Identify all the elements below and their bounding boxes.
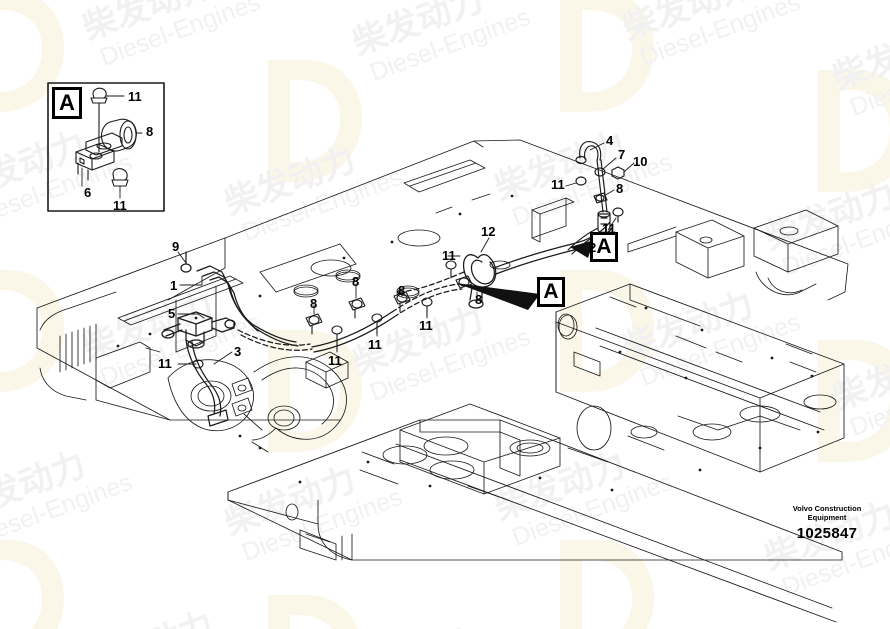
item-label-1: 1 xyxy=(170,278,178,293)
callout-a-right-text: A xyxy=(596,235,612,258)
item-label-11-d: 11 xyxy=(442,248,456,263)
part-number: 1025847 xyxy=(796,524,858,542)
item-label-4: 4 xyxy=(606,133,614,148)
item-label-8-a: 8 xyxy=(310,296,318,311)
item-label-7: 7 xyxy=(618,147,626,162)
item-label-11-f: 11 xyxy=(602,221,616,236)
item-label-10: 10 xyxy=(633,154,648,169)
item-label-11-b: 11 xyxy=(368,337,382,352)
brand-line-1: Volvo Construction xyxy=(792,504,862,513)
item-label-5: 5 xyxy=(168,306,176,321)
callout-pointers xyxy=(456,240,594,310)
callout-a-center-text: A xyxy=(543,280,559,303)
item-label-11-c: 11 xyxy=(419,318,433,333)
item-label-3: 3 xyxy=(234,344,242,359)
detail-a-contents xyxy=(47,82,165,212)
detail-label-11-bottom: 11 xyxy=(113,198,127,213)
detail-label-6: 6 xyxy=(84,185,92,200)
detail-label-8: 8 xyxy=(146,124,154,139)
callout-a-right: A xyxy=(590,232,618,262)
leader-lines xyxy=(177,142,635,369)
detail-box-letter-text: A xyxy=(59,90,75,115)
item-label-8-b: 8 xyxy=(352,274,360,289)
part-number-block: Volvo Construction Equipment 1025847 xyxy=(772,504,882,542)
item-label-8-e: 8 xyxy=(616,181,624,196)
detail-box-letter-a: A xyxy=(52,87,82,119)
item-label-8-d: 8 xyxy=(475,292,483,307)
item-label-11-left: 11 xyxy=(158,356,172,371)
item-label-8-c: 8 xyxy=(398,283,406,298)
machine-frame xyxy=(36,139,849,623)
item-label-11-e: 11 xyxy=(551,177,565,192)
right-pipe-assembly xyxy=(567,141,625,255)
item-label-9: 9 xyxy=(172,239,180,254)
brand-line-2: Equipment xyxy=(807,512,847,522)
item-label-12: 12 xyxy=(481,224,496,239)
callout-a-center: A xyxy=(537,277,565,307)
detail-label-11-top: 11 xyxy=(128,89,142,104)
item-label-11-a: 11 xyxy=(328,353,342,368)
item-label-2: 2 xyxy=(589,240,597,255)
